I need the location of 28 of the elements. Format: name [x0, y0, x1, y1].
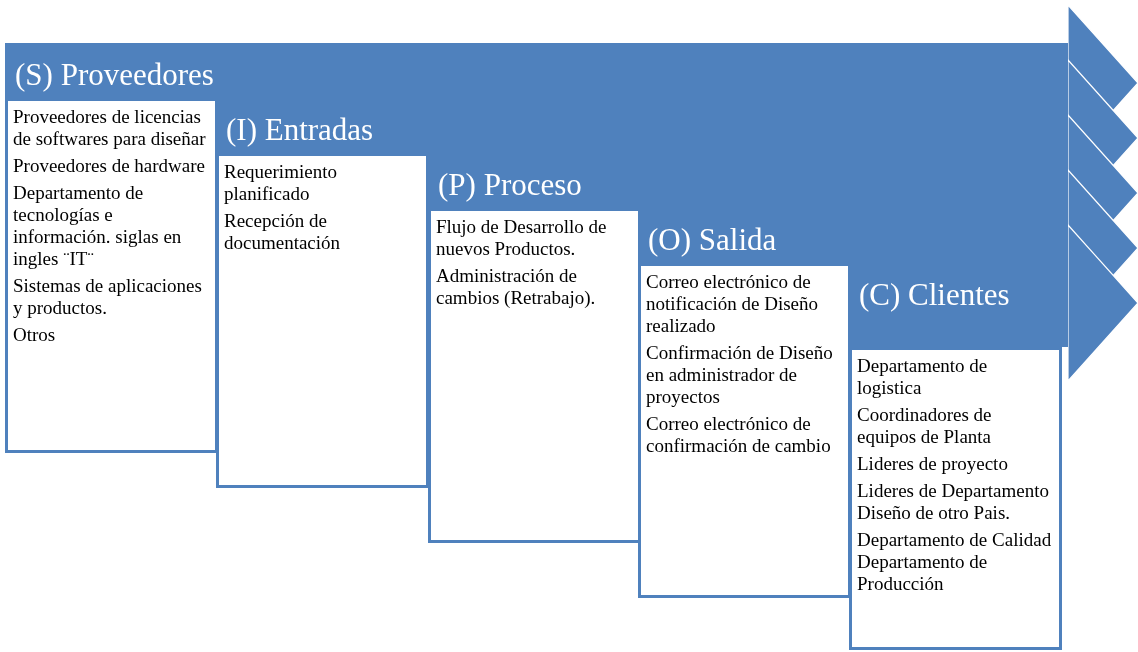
list-box: [428, 208, 641, 543]
band-title: (P) Proceso: [438, 167, 582, 203]
arrow-band: [849, 263, 1068, 347]
band-title: (O) Salida: [648, 222, 777, 258]
list-item: Administración de cambios (Retrabajo).: [436, 265, 597, 309]
list-box: [216, 153, 429, 488]
band-title: (C) Clientes: [859, 277, 1010, 313]
list-item: Recepción de documentación: [224, 210, 342, 254]
list-item: Requerimiento planificado: [224, 161, 338, 205]
list-item: Departamento de tecnologías e información. siglas en ingles ¨IT¨: [13, 182, 183, 270]
list-item: Otros: [13, 324, 57, 346]
list-item: Departamento de Calidad Departamento de Producción: [857, 529, 1053, 595]
band-title: (I) Entradas: [226, 112, 374, 148]
band-title: (S) Proveedores: [15, 57, 214, 93]
list-item: Sistemas de aplicaciones y productos.: [13, 275, 203, 319]
list-box: [849, 347, 1062, 650]
list-box: [5, 98, 218, 453]
list-item: Proveedores de hardware: [13, 155, 207, 177]
list-item: Departamento de logistica: [857, 355, 989, 399]
list-item: Correo electrónico de notificación de Diseño realizado: [646, 271, 819, 337]
list-item: Lideres de Departamento Diseño de otro Pais.: [857, 480, 1051, 524]
list-item: Proveedores de licencias de softwares para diseñar: [13, 106, 207, 150]
list-item: Lideres de proyecto: [857, 453, 1009, 475]
list-item: Correo electrónico de confirmación de cambio: [646, 413, 832, 457]
list-item: Coordinadores de equipos de Planta: [857, 404, 993, 448]
list-item: Confirmación de Diseño en administrador de proyectos: [646, 342, 834, 408]
list-box: [638, 263, 851, 598]
list-item: Flujo de Desarrollo de nuevos Productos.: [436, 216, 608, 260]
